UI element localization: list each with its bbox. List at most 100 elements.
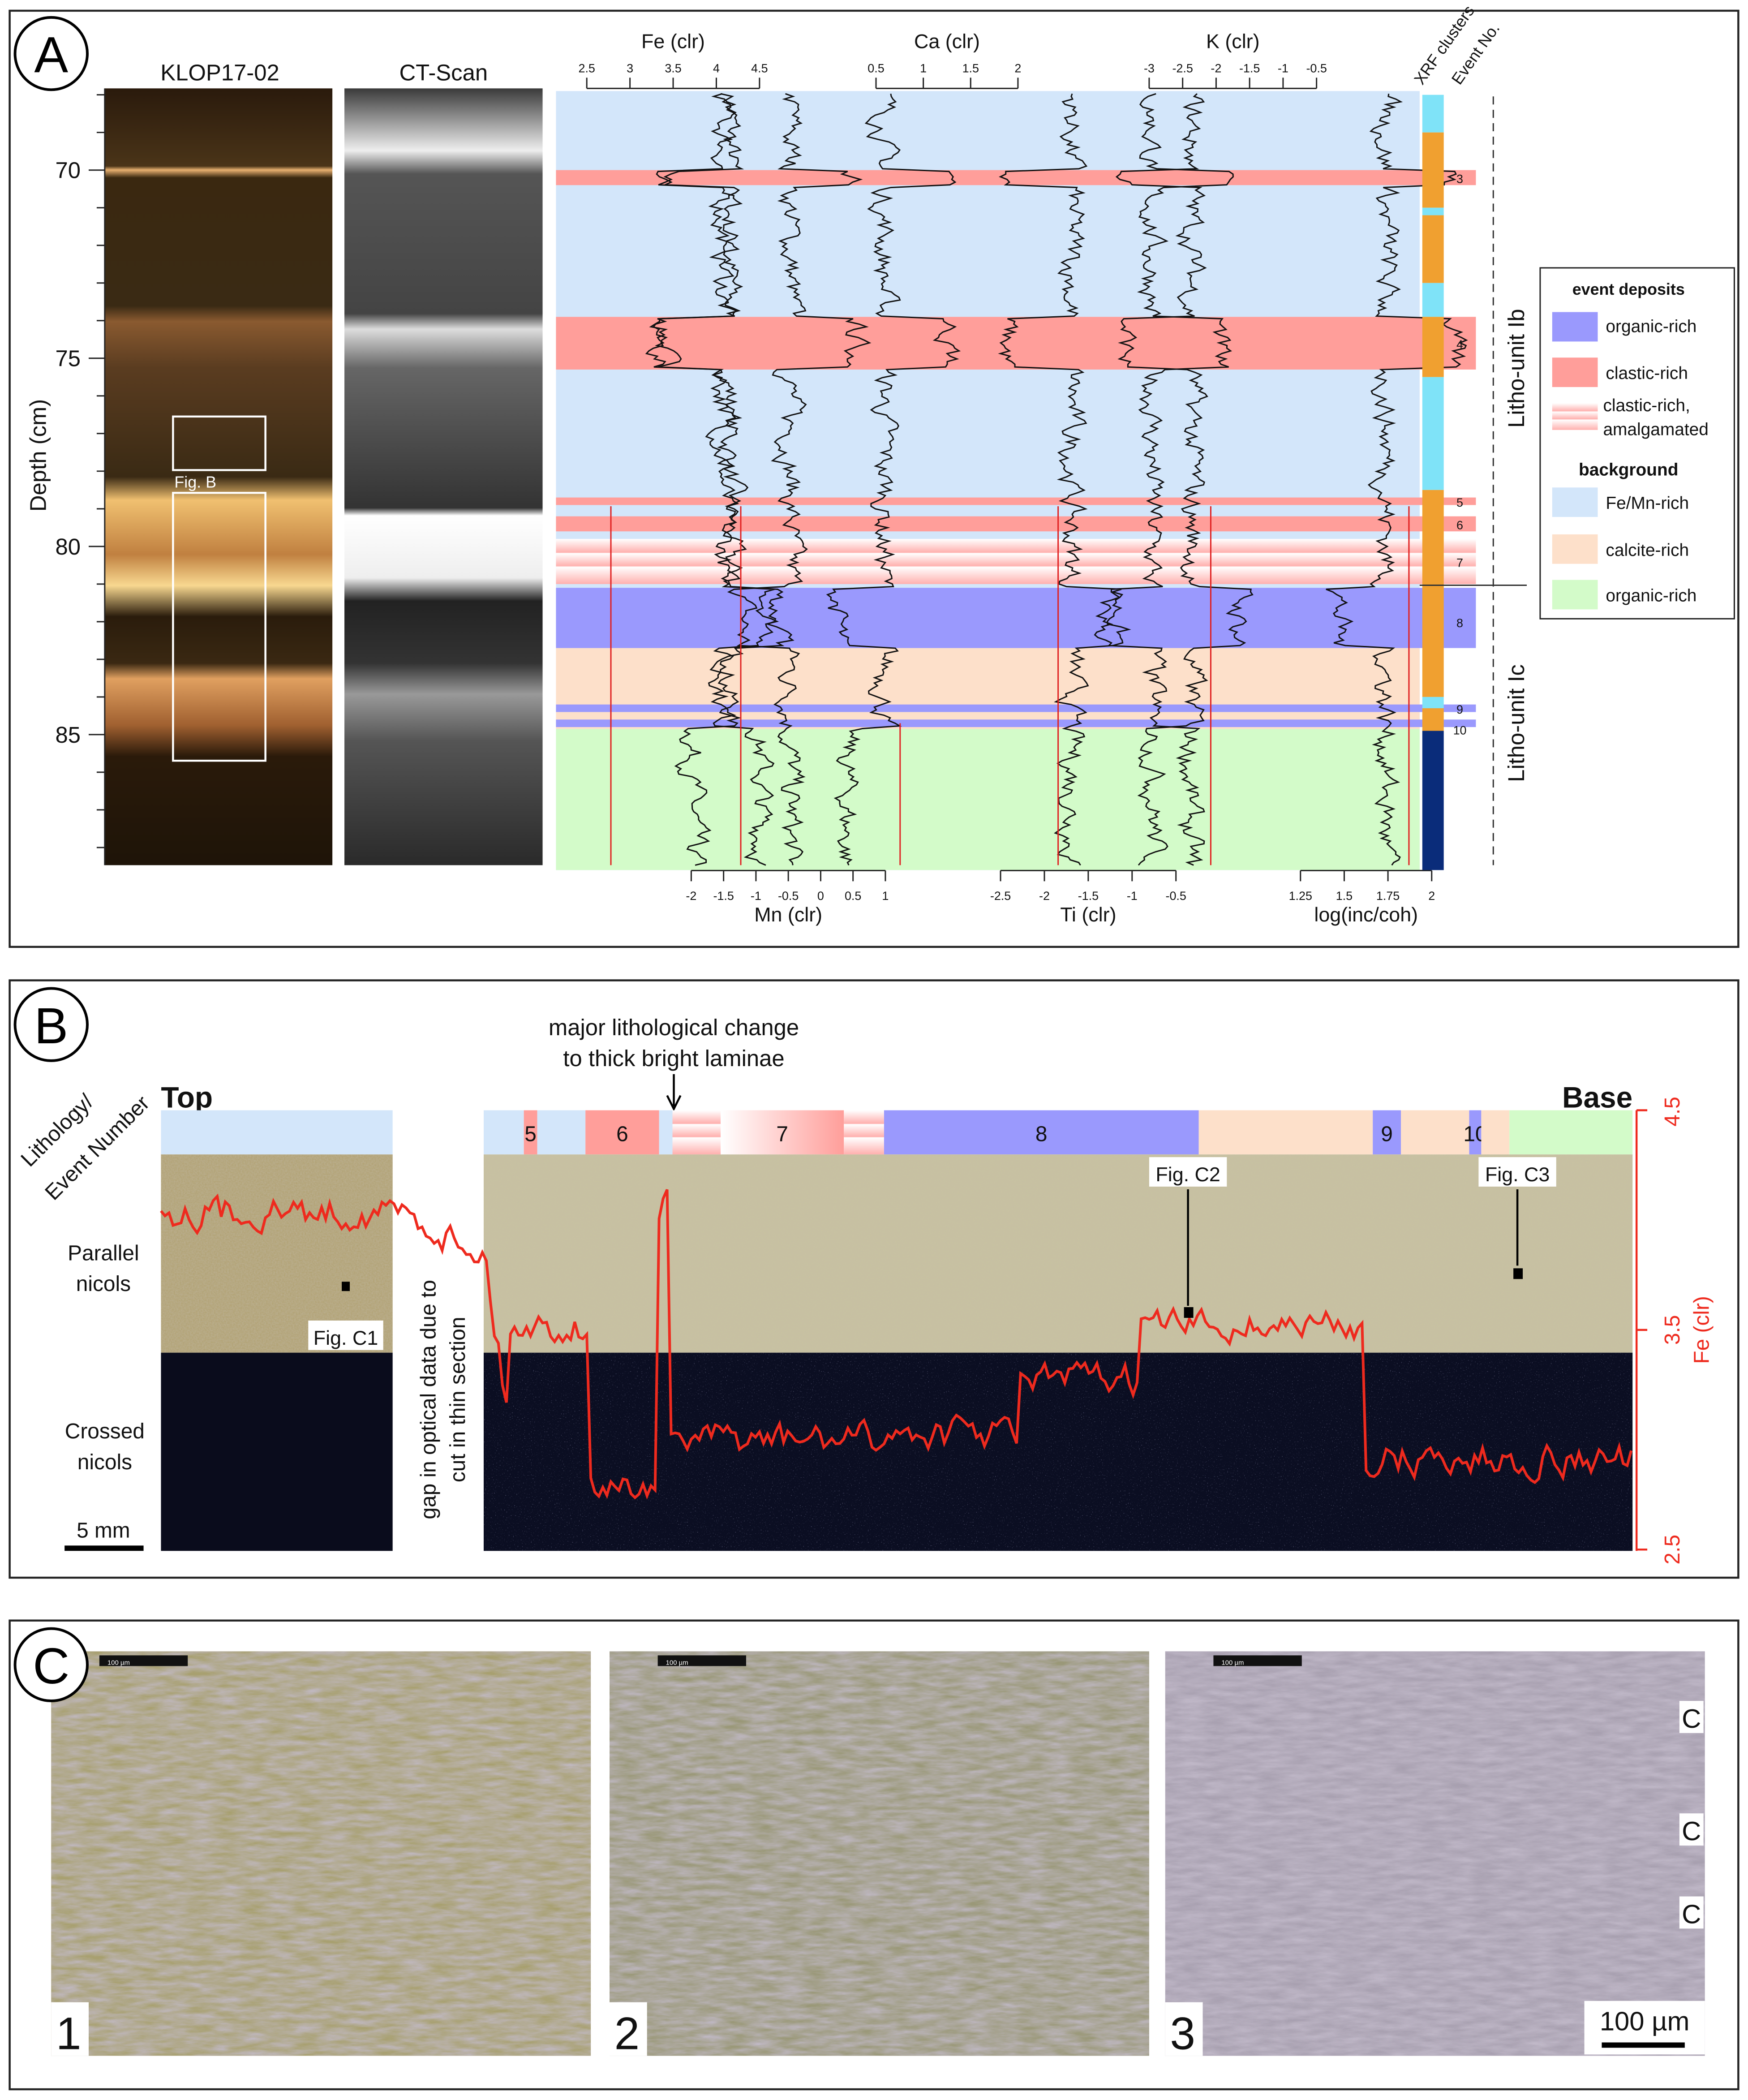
crossed-nicols-image-top: [161, 1352, 393, 1551]
scale-label-5mm: 5 mm: [77, 1519, 130, 1542]
core-photo: [104, 88, 333, 865]
lithology-band: [556, 588, 1476, 648]
depth-tick-label: 85: [56, 722, 81, 748]
axis-tick-label: 2: [1428, 889, 1435, 903]
lithology-band: [556, 170, 1476, 185]
axis-tick-label: -2.5: [990, 889, 1011, 903]
fig-b-label: Fig. B: [174, 473, 216, 491]
crossed-texture: [483, 1352, 1633, 1551]
panel-a-frame: [9, 9, 1739, 948]
event-number: 5: [1456, 496, 1463, 509]
axis-tick-label: 0.5: [868, 61, 884, 75]
strip-segment: [524, 1110, 537, 1155]
axis-tick-label: -2: [1039, 889, 1050, 903]
fig-b-box-upper: [172, 415, 266, 471]
event-number: 6: [1456, 518, 1463, 532]
cluster-segment: [1422, 708, 1444, 731]
cluster-segment: [1422, 95, 1444, 133]
xrf-curve: [645, 93, 779, 866]
legend-calcite: calcite-rich: [1606, 541, 1689, 560]
cluster-segment: [1422, 132, 1444, 208]
axis-tick-label: 2: [1014, 61, 1021, 75]
fig-c3-label: Fig. C3: [1485, 1163, 1550, 1186]
lithology-band: [556, 516, 1476, 532]
strip-segment: [1198, 1110, 1373, 1155]
axis-tick-label: 0.5: [845, 889, 861, 903]
cluster-segment: [1422, 317, 1444, 377]
legend-swatch-femn: [1552, 487, 1598, 517]
legend-clastic-amalgamated-1: clastic-rich,: [1603, 396, 1690, 415]
axis-tick-label: -2: [686, 889, 696, 903]
legend-background-title: background: [1579, 460, 1678, 479]
xrf-curves: [610, 93, 1468, 866]
xrf-curve: [1115, 93, 1254, 866]
axis-tick-label: -1.5: [1239, 61, 1260, 75]
strip-segment: [844, 1110, 884, 1155]
fe-axis-ticks: [1636, 1109, 1648, 1551]
panel-a-badge: [13, 16, 89, 91]
legend-swatch-amalgamated: [1552, 403, 1598, 430]
fe-tick-3-5: 3.5: [1661, 1315, 1684, 1345]
c-marker-bg-2: [1679, 1813, 1704, 1846]
strip-segment: [659, 1110, 673, 1155]
cluster-segment: [1422, 215, 1444, 283]
strip-event-label: 6: [616, 1122, 628, 1146]
litho-unit-ib: Litho-unit Ib: [1503, 309, 1529, 428]
strip-segment: [537, 1110, 586, 1155]
fig-c1-marker: [342, 1282, 350, 1291]
annotation-line-1: major lithological change: [549, 1015, 799, 1040]
axis-title: Fe (clr): [641, 30, 705, 53]
xrf-curve: [1094, 93, 1234, 866]
strip-event-label: 8: [1035, 1122, 1048, 1146]
cluster-segment: [1422, 697, 1444, 709]
xrf-curve: [727, 93, 872, 865]
legend-femn: Fe/Mn-rich: [1606, 494, 1689, 513]
legend-organic-bg: organic-rich: [1606, 586, 1696, 605]
scale-label-100um: 100 µm: [1600, 2006, 1690, 2036]
fig-c1-label: Fig. C1: [314, 1326, 378, 1349]
axis-title: K (clr): [1206, 30, 1260, 53]
fe-tick-2-5: 2.5: [1661, 1535, 1684, 1565]
litho-unit-ic: Litho-unit Ic: [1503, 664, 1529, 782]
annotation-arrow-icon: [666, 1074, 682, 1111]
strip-event-label: 9: [1381, 1122, 1393, 1146]
micrograph-scale-bar: [657, 1655, 746, 1666]
axis-title: Ca (clr): [914, 30, 980, 53]
cluster-segment: [1422, 731, 1444, 870]
micrograph-scale-texture: [1165, 1651, 1705, 2056]
fig-c2-label: Fig. C2: [1155, 1163, 1220, 1186]
legend-clastic-amalgamated-2: amalgamated: [1603, 420, 1708, 439]
c-marker-3: C: [1682, 1899, 1701, 1929]
event-number: 9: [1456, 703, 1463, 716]
c-marker-2: C: [1682, 1816, 1701, 1846]
c-marker-bg-3: [1679, 1896, 1704, 1929]
parallel-label-2: nicols: [76, 1272, 131, 1296]
strip-segment: [1469, 1110, 1482, 1155]
fig-c2-marker: [1184, 1307, 1194, 1318]
axis-title: log(inc/coh): [1314, 903, 1418, 926]
micrograph-number: 3: [1170, 2008, 1195, 2059]
event-number: 3: [1456, 172, 1463, 185]
panel-b-frame: [9, 979, 1739, 1579]
lithology-band: [556, 719, 1476, 727]
fig-c1-label-bg: [308, 1320, 383, 1350]
axis-tick-label: -1: [1127, 889, 1138, 903]
xrf-cluster-bar: [1422, 95, 1444, 870]
depth-tick-label: 80: [56, 534, 81, 559]
strip-event-label: 5: [524, 1122, 537, 1146]
crossed-label-2: nicols: [77, 1450, 132, 1474]
axis-tick-label: -3: [1144, 61, 1155, 75]
axis-tick-label: -0.5: [778, 889, 799, 903]
depth-tick-label: 70: [56, 158, 81, 183]
lithology-band: [556, 704, 1476, 712]
fe-tick-4-5: 4.5: [1661, 1097, 1684, 1127]
axis-tick-label: -2: [1211, 61, 1221, 75]
axis-title: Mn (clr): [754, 903, 822, 926]
